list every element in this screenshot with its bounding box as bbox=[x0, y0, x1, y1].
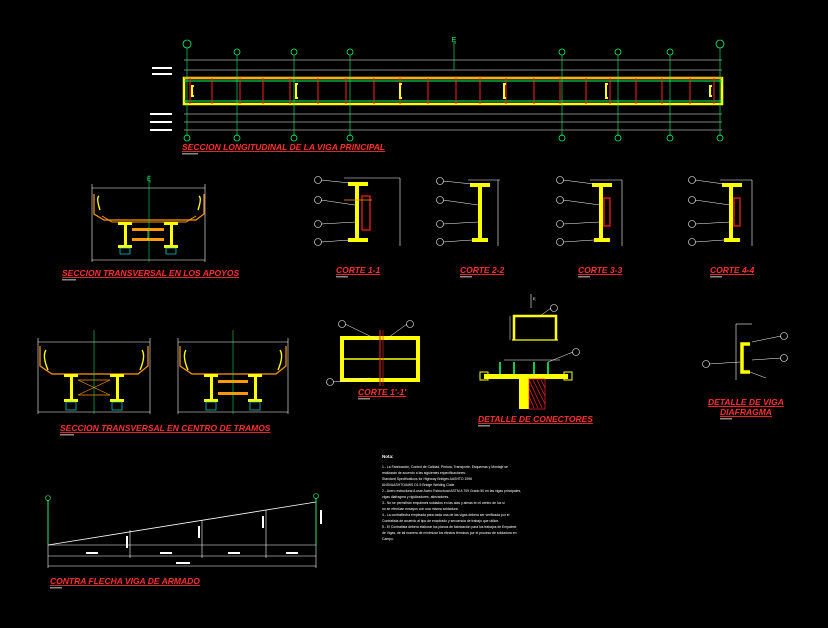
title-corte-1: CORTE 1-1 bbox=[336, 265, 381, 275]
svg-text:Ę: Ę bbox=[533, 296, 536, 301]
title-diafragma-2: DIAFRAGMA bbox=[720, 407, 772, 417]
title-transversal-centro: SECCION TRANSVERSAL EN CENTRO DE TRAMOS bbox=[60, 423, 271, 433]
note-line: de Vigas, de tal manera de minimizar los… bbox=[382, 531, 517, 535]
note-line: no se efectúan ensayos con una misma sol… bbox=[382, 507, 459, 511]
corte-3-3: CORTE 3-3 bbox=[556, 176, 623, 278]
note-line: Standard Specifications for Highway Brid… bbox=[382, 477, 472, 481]
svg-text:Ę: Ę bbox=[452, 37, 457, 44]
title-longitudinal: SECCION LONGITUDINAL DE LA VIGA PRINCIPA… bbox=[182, 142, 385, 152]
note-line: Contratista de acuerdo al tipo de encofr… bbox=[382, 519, 499, 523]
title-corte-3: CORTE 3-3 bbox=[578, 265, 623, 275]
note-line: 5.- El Contratista deberá elaborar los p… bbox=[382, 525, 516, 529]
notes-block: Nota: 1.- La Fabricación, Control de Cal… bbox=[382, 454, 521, 541]
note-line: 3.- No se permitirán empalmes soldados e… bbox=[382, 501, 505, 505]
title-conectores: DETALLE DE CONECTORES bbox=[478, 414, 593, 424]
note-line: realizarán de acuerdo a las siguientes e… bbox=[382, 471, 466, 475]
detalle-viga-diafragma: DETALLE DE VIGA DIAFRAGMA bbox=[702, 323, 788, 420]
note-line: vigas diafragma y rigidizadores, atiezad… bbox=[382, 495, 449, 499]
note-line: ANSI/AASHTO/AWS D1.5 Bridge Welding Code bbox=[382, 483, 454, 487]
longitudinal-section: Ę SECCION LONGITUDINAL DE LA VIGA PRINCI… bbox=[150, 37, 725, 155]
note-line: Campo. bbox=[382, 537, 394, 541]
section-transversal-apoyos: Ę SECCION TRANSVERSAL EN LOS APOYOS bbox=[62, 175, 239, 281]
note-line: 1.- La Fabricación, Control de Calidad, … bbox=[382, 465, 508, 469]
notes-heading: Nota: bbox=[382, 454, 394, 459]
contraflecha: CONTRA FLECHA VIGA DE ARMADO bbox=[45, 493, 322, 589]
note-line: 4.- La contraflecha empleada para cada u… bbox=[382, 513, 510, 517]
corte-2-2: CORTE 2-2 bbox=[436, 177, 505, 278]
section-transversal-centro: SECCION TRANSVERSAL EN CENTRO DE TRAMOS bbox=[37, 330, 289, 436]
title-diafragma-1: DETALLE DE VIGA bbox=[708, 397, 784, 407]
detalle-conectores: Ę DETALLE DE CONECTORES bbox=[478, 294, 593, 427]
svg-text:Ę: Ę bbox=[147, 177, 151, 183]
note-line: 2.- Acero estructural A usar Acero Estru… bbox=[382, 489, 521, 493]
corte-1p-1p: CORTE 1'-1' bbox=[326, 320, 420, 400]
corte-1-1: CORTE 1-1 bbox=[314, 176, 401, 278]
title-contraflecha: CONTRA FLECHA VIGA DE ARMADO bbox=[50, 576, 200, 586]
title-corte-4: CORTE 4-4 bbox=[710, 265, 755, 275]
corte-4-4: CORTE 4-4 bbox=[688, 176, 755, 278]
title-corte-1p: CORTE 1'-1' bbox=[358, 387, 407, 397]
title-corte-2: CORTE 2-2 bbox=[460, 265, 505, 275]
title-transversal-apoyos: SECCION TRANSVERSAL EN LOS APOYOS bbox=[62, 268, 239, 278]
